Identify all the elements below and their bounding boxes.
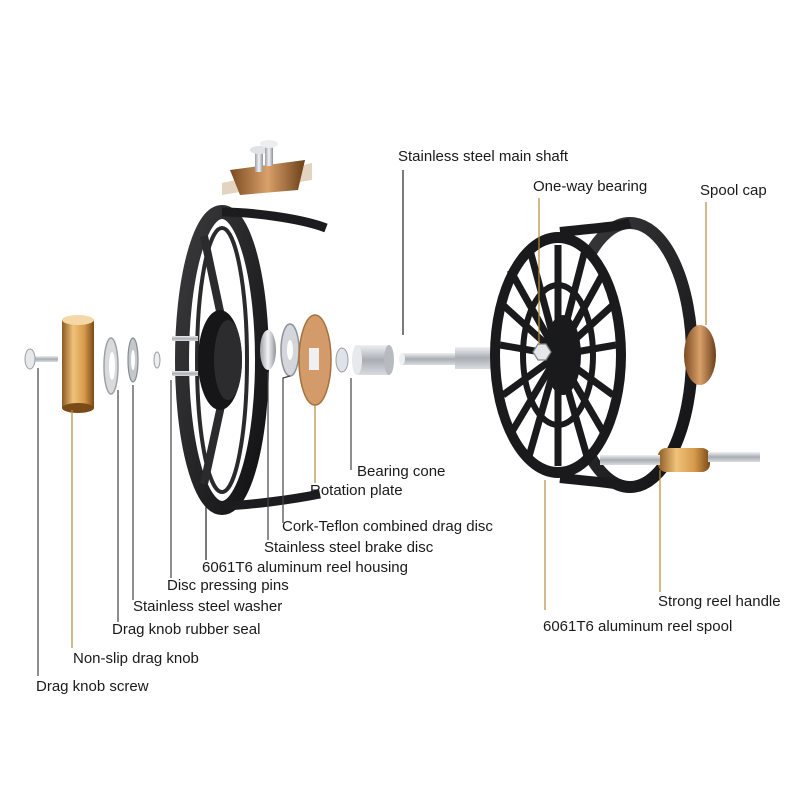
drag-knob bbox=[62, 315, 94, 413]
small-washer bbox=[153, 351, 161, 369]
bearing-cone bbox=[352, 345, 394, 375]
label-spool-cap: Spool cap bbox=[700, 182, 767, 199]
reel-handle bbox=[600, 448, 760, 472]
label-brake-disc: Stainless steel brake disc bbox=[264, 539, 434, 556]
steel-washer bbox=[127, 337, 139, 383]
one-way-bearing bbox=[532, 343, 552, 361]
label-knob-screw: Drag knob screw bbox=[36, 678, 149, 695]
leader-lines bbox=[37, 170, 707, 676]
reel-spool bbox=[490, 217, 716, 493]
label-drag-knob: Non-slip drag knob bbox=[73, 650, 199, 667]
label-bearing-cone: Bearing cone bbox=[357, 463, 446, 480]
disc-pressing-pins bbox=[172, 336, 198, 376]
label-rubber-seal: Drag knob rubber seal bbox=[112, 621, 261, 638]
label-drag-disc: Cork-Teflon combined drag disc bbox=[282, 518, 493, 535]
label-steel-washer: Stainless steel washer bbox=[133, 598, 283, 615]
label-rotation-plate: Rotation plate bbox=[310, 482, 403, 499]
reel-housing bbox=[175, 205, 328, 515]
brake-disc bbox=[260, 330, 276, 370]
steel-brake-disc-ring bbox=[280, 323, 300, 377]
rubber-seal bbox=[103, 337, 119, 395]
label-one-way-bearing: One-way bearing bbox=[533, 178, 648, 195]
label-reel-handle: Strong reel handle bbox=[658, 593, 781, 610]
label-reel-housing: 6061T6 aluminum reel housing bbox=[202, 559, 408, 576]
label-reel-spool: 6061T6 aluminum reel spool bbox=[543, 618, 733, 635]
cork-teflon-drag-disc bbox=[298, 314, 332, 406]
label-pressing-pins: Disc pressing pins bbox=[167, 577, 289, 594]
reel-foot bbox=[222, 140, 312, 195]
drag-knob-screw bbox=[24, 348, 58, 370]
label-main-shaft: Stainless steel main shaft bbox=[398, 148, 569, 165]
rotation-plate bbox=[335, 347, 349, 373]
